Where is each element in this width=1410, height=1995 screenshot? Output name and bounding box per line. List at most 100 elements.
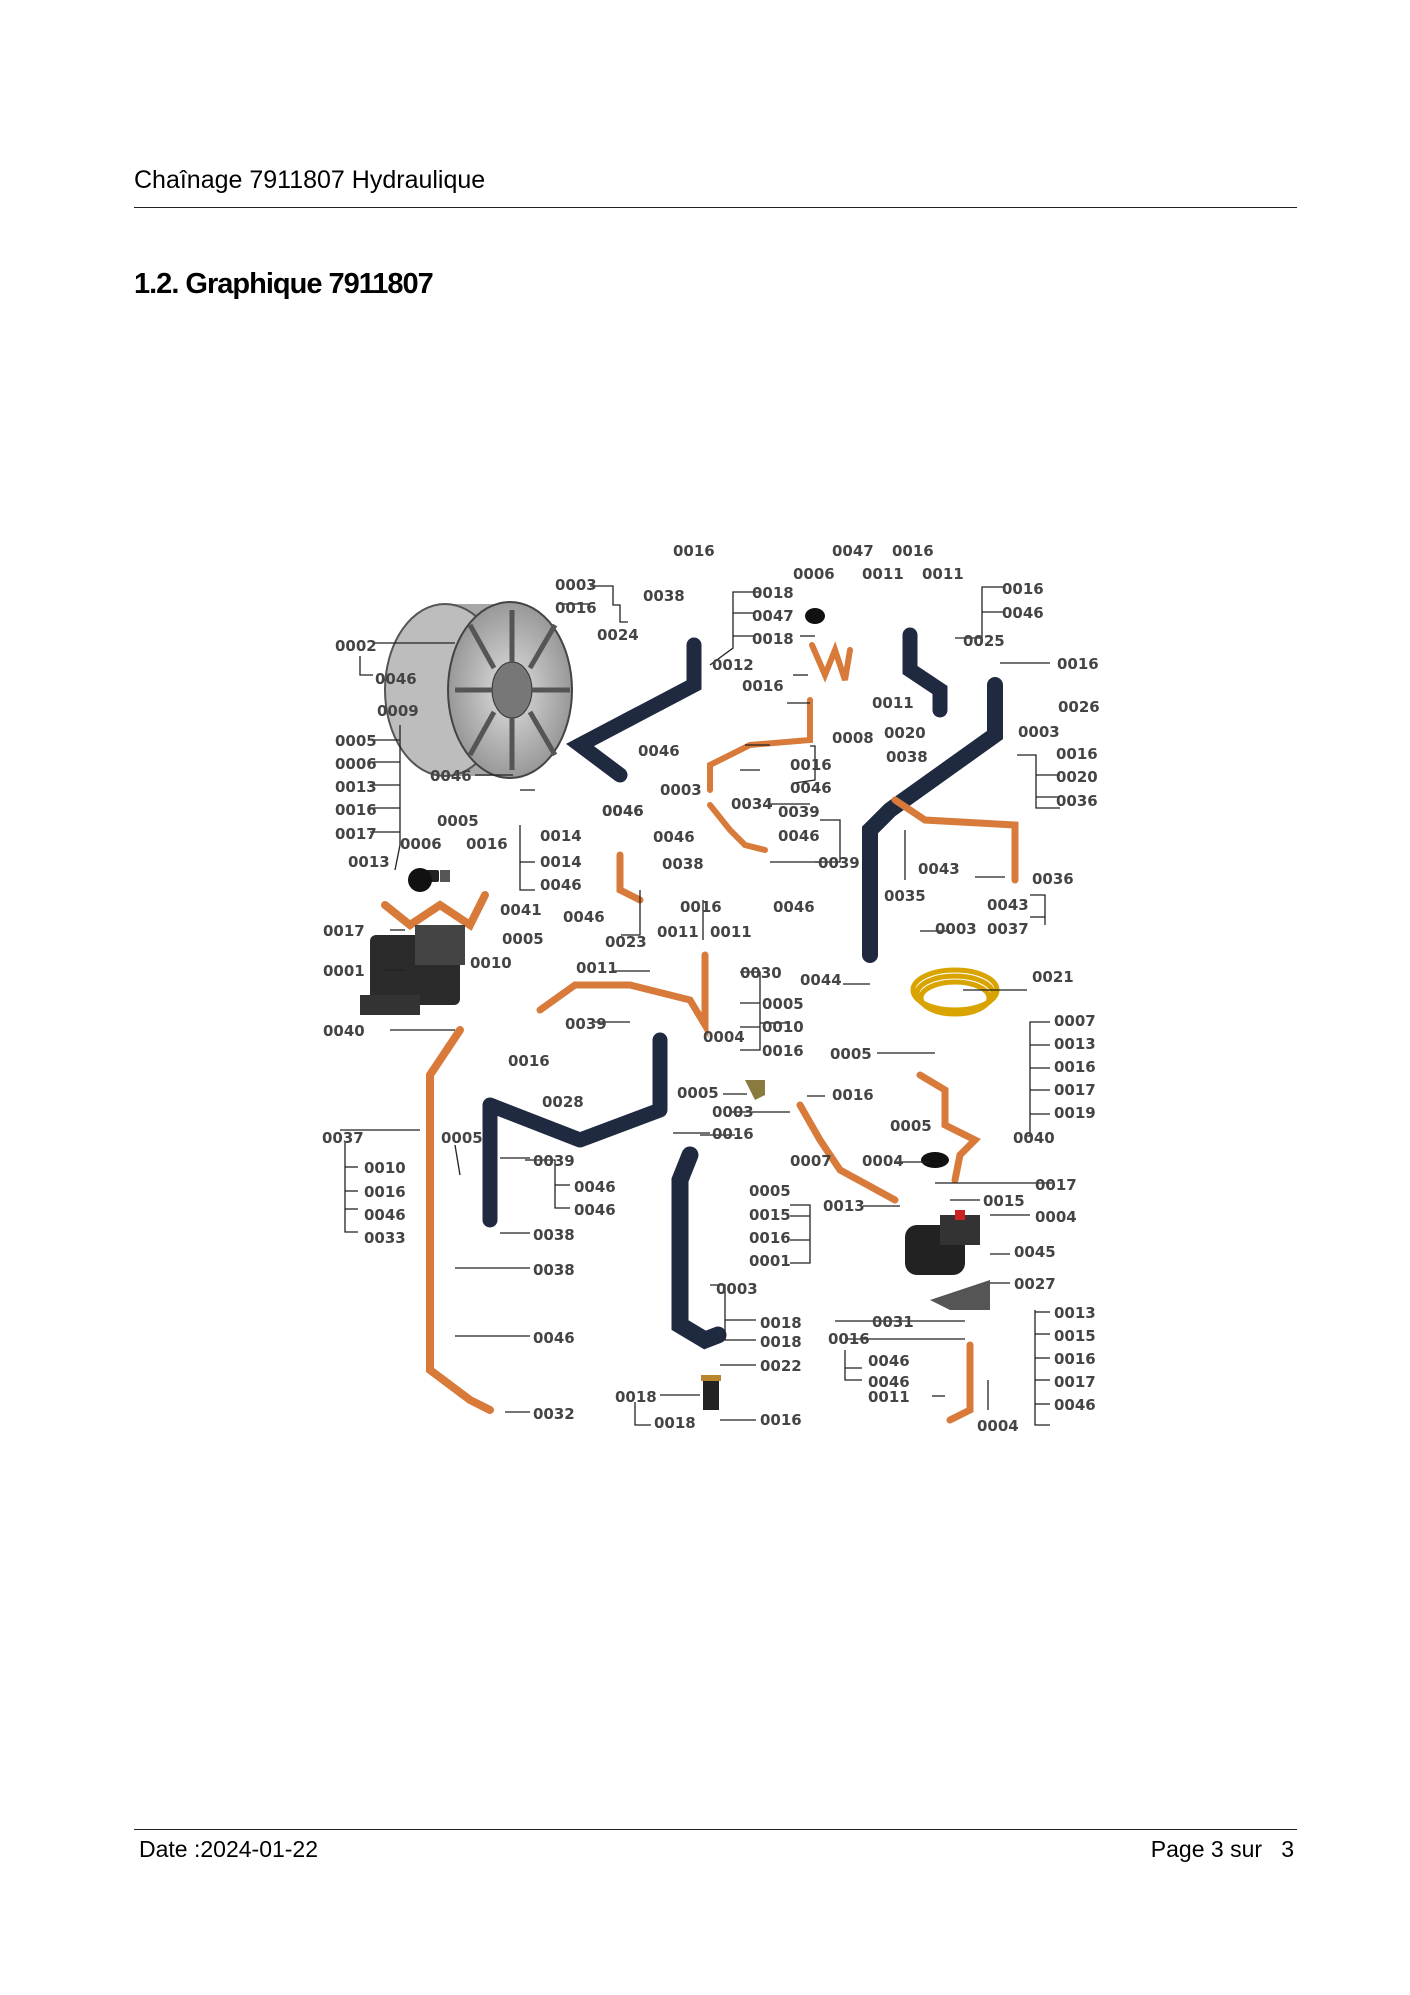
callout-label: 0039: [565, 1015, 607, 1033]
callout-label: 0040: [1013, 1129, 1055, 1147]
callout-label: 0011: [872, 694, 914, 712]
callout-label: 0021: [1032, 968, 1074, 986]
callout-label: 0019: [1054, 1104, 1096, 1122]
callout-label: 0013: [348, 853, 390, 871]
callout-label: 0018: [752, 584, 794, 602]
callout-label: 0007: [1054, 1012, 1096, 1030]
callout-label: 0034: [731, 795, 773, 813]
dark-hose-0025: [902, 627, 948, 718]
callout-label: 0044: [800, 971, 842, 989]
dark-hose-0026: [862, 677, 1003, 963]
callout-label: 0023: [605, 933, 647, 951]
copper-pipe-0035: [891, 796, 1019, 884]
callout-label: 0016: [832, 1086, 874, 1104]
callout-label: 0016: [742, 677, 784, 695]
callout-label: 0006: [793, 565, 835, 583]
callout-label: 0003: [712, 1103, 754, 1121]
callout-label: 0046: [1054, 1396, 1096, 1414]
copper-pipe-0031: [946, 1341, 974, 1424]
callout-label: 0005: [502, 930, 544, 948]
callout-label: 0016: [466, 835, 508, 853]
dark-hose-0027: [671, 1146, 727, 1350]
callout-label: 0011: [868, 1388, 910, 1406]
callout-label: 0005: [830, 1045, 872, 1063]
header-divider: [134, 207, 1297, 208]
callout-label: 0025: [963, 632, 1005, 650]
callout-label: 0016: [1054, 1058, 1096, 1076]
callout-label: 0036: [1032, 870, 1074, 888]
callout-label: 0011: [657, 923, 699, 941]
callout-label: 0046: [653, 828, 695, 846]
callout-label: 0024: [597, 626, 639, 644]
callout-label: 0046: [563, 908, 605, 926]
callout-label: 0016: [680, 898, 722, 916]
callout-label: 0017: [335, 825, 377, 843]
callout-label: 0003: [1018, 723, 1060, 741]
pump-part-0001-left: [360, 925, 465, 1015]
callout-label: 0035: [884, 887, 926, 905]
pump-part-0001-right: [905, 1210, 980, 1275]
callout-label: 0037: [987, 920, 1029, 938]
callout-label: 0046: [602, 802, 644, 820]
callout-label: 0016: [790, 756, 832, 774]
page-total: 3: [1281, 1836, 1294, 1862]
callout-label: 0003: [555, 576, 597, 594]
callout-label: 0016: [749, 1229, 791, 1247]
callout-label: 0002: [335, 637, 377, 655]
callout-label: 0015: [1054, 1327, 1096, 1345]
callout-label: 0046: [430, 767, 472, 785]
footer-date: Date :2024-01-22: [139, 1836, 319, 1862]
callout-label: 0037: [322, 1129, 364, 1147]
callout-label: 0014: [540, 827, 582, 845]
callout-label: 0013: [823, 1197, 865, 1215]
callout-label: 0004: [977, 1417, 1019, 1435]
dark-hose-0033: [482, 1032, 668, 1228]
callout-label: 0036: [1056, 792, 1098, 810]
callout-label: 0013: [1054, 1304, 1096, 1322]
callout-label: 0011: [710, 923, 752, 941]
callout-label: 0016: [335, 801, 377, 819]
callout-label: 0033: [364, 1229, 406, 1247]
callout-label: 0041: [500, 901, 542, 919]
copper-pipe-0023: [616, 851, 644, 904]
callout-label: 0012: [712, 656, 754, 674]
callout-label: 0016: [760, 1411, 802, 1429]
callout-label: 0040: [323, 1022, 365, 1040]
callout-label: 0008: [832, 729, 874, 747]
callout-label: 0043: [987, 896, 1029, 914]
callout-label: 0046: [364, 1206, 406, 1224]
callout-label: 0020: [1056, 768, 1098, 786]
callout-labels: 0016 0047 0016 0003 0016 0038 0024 0018 …: [322, 542, 1100, 1435]
callout-label: 0001: [323, 962, 365, 980]
callout-label: 0013: [1054, 1035, 1096, 1053]
callout-label: 0018: [615, 1388, 657, 1406]
callout-label: 0005: [441, 1129, 483, 1147]
callout-label: 0016: [1057, 655, 1099, 673]
section-title: 1.2. Graphique 7911807: [134, 268, 434, 300]
callout-label: 0017: [323, 922, 365, 940]
callout-label: 0005: [890, 1117, 932, 1135]
callout-label: 0009: [377, 702, 419, 720]
callout-label: 0016: [555, 599, 597, 617]
callout-label: 0005: [749, 1182, 791, 1200]
callout-label: 0003: [716, 1280, 758, 1298]
callout-label: 0016: [508, 1052, 550, 1070]
document-header-title: Chaînage 7911807 Hydraulique: [134, 166, 486, 194]
callout-label: 0022: [760, 1357, 802, 1375]
callout-label: 0006: [335, 755, 377, 773]
callout-label: 0046: [375, 670, 417, 688]
callout-label: 0043: [918, 860, 960, 878]
copper-pipe-0028: [426, 1026, 494, 1414]
callout-label: 0015: [749, 1206, 791, 1224]
callout-label: 0046: [574, 1178, 616, 1196]
callout-label: 0046: [574, 1201, 616, 1219]
callout-label: 0007: [790, 1152, 832, 1170]
callout-label: 0004: [862, 1152, 904, 1170]
callout-label: 0046: [1002, 604, 1044, 622]
callout-label: 0010: [762, 1018, 804, 1036]
callout-label: 0003: [660, 781, 702, 799]
callout-label: 0017: [1054, 1373, 1096, 1391]
dark-hose-0024: [566, 637, 702, 783]
callout-label: 0004: [703, 1028, 745, 1046]
yellow-coil-0044: [910, 967, 1000, 1017]
